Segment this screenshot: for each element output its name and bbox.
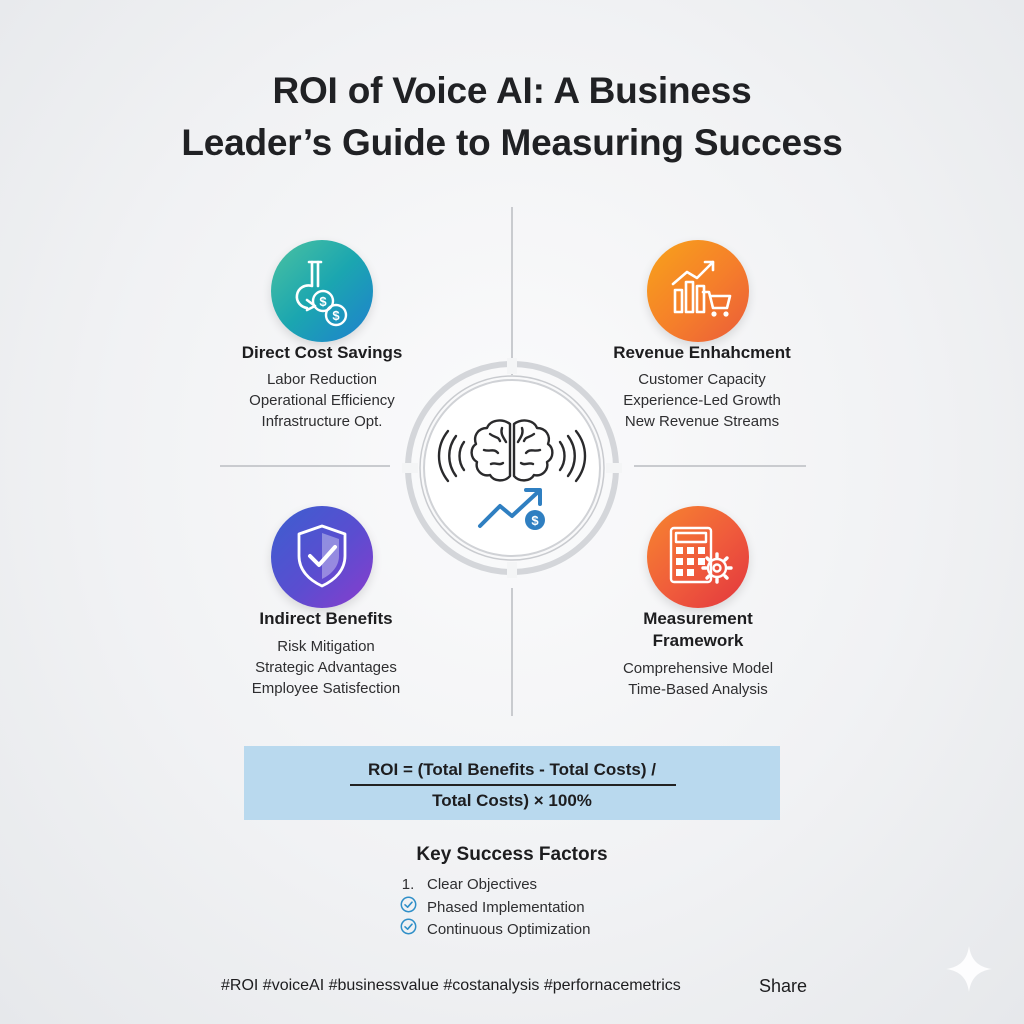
list-item: Time-Based Analysis [628, 681, 768, 698]
quadrant-items-direct-cost-savings: Labor Reduction Operational Efficiency I… [192, 369, 452, 432]
calculator-gear-icon [647, 506, 749, 608]
divider-left [220, 465, 390, 467]
list-item: Experience-Led Growth [623, 392, 781, 409]
list-item: Strategic Advantages [255, 659, 397, 676]
list-number: 1. [401, 876, 415, 894]
key-success-factor-item: 1. Clear Objectives [398, 874, 537, 896]
list-item: Labor Reduction [266, 371, 378, 388]
voice-brain-growth-icon: $ [402, 358, 622, 578]
quadrant-title-measurement-framework: Measurement Framework [568, 608, 828, 652]
svg-text:$: $ [531, 513, 539, 528]
quadrant-title-indirect-benefits: Indirect Benefits [259, 609, 393, 628]
check-circle-icon [398, 918, 418, 942]
list-item: Comprehensive Model [622, 660, 774, 677]
quadrant-title-line: Measurement [643, 609, 753, 628]
sparkle-icon [944, 944, 994, 994]
revenue-chart-cart-icon [647, 240, 749, 342]
key-success-factor-item: Continuous Optimization [398, 918, 590, 940]
divider-right [634, 465, 806, 467]
svg-text:$: $ [332, 308, 340, 323]
key-success-factor-item: Phased Implementation [398, 896, 585, 918]
quadrant-title-line: Framework [652, 631, 744, 650]
fraction-bar [350, 784, 676, 786]
shield-check-icon [271, 506, 373, 608]
key-success-factor-text: Phased Implementation [427, 898, 585, 916]
cost-savings-icon: $ $ [271, 240, 373, 342]
divider-top [511, 207, 513, 375]
quadrant-title-revenue-enhancement: Revenue Enhahcment [613, 343, 791, 362]
list-item: Risk Mitigation [277, 638, 375, 655]
quadrant-items-indirect-benefits: Risk Mitigation Strategic Advantages Emp… [196, 636, 456, 699]
list-item: Operational Efficiency [249, 392, 395, 409]
svg-text:$: $ [319, 294, 327, 309]
roi-formula-denominator: Total Costs) × 100% [432, 791, 592, 810]
key-success-factor-text: Clear Objectives [427, 876, 538, 893]
share-link[interactable]: Share [759, 976, 808, 996]
page-title-line-1: ROI of Voice AI: A Business [272, 70, 752, 111]
quadrant-title-direct-cost-savings: Direct Cost Savings [241, 343, 403, 362]
center-hub: $ [402, 358, 622, 578]
quadrant-items-measurement-framework: Comprehensive Model Time-Based Analysis [568, 658, 828, 700]
list-item: Customer Capacity [638, 371, 766, 388]
divider-bottom [511, 588, 513, 716]
hashtags: #ROI #voiceAI #businessvalue #costanalys… [221, 977, 681, 994]
list-item: Infrastructure Opt. [261, 413, 383, 430]
quadrant-items-revenue-enhancement: Customer Capacity Experience-Led Growth … [572, 369, 832, 432]
roi-formula-box: ROI = (Total Benefits - Total Costs) / T… [244, 746, 780, 820]
roi-formula-numerator: ROI = (Total Benefits - Total Costs) / [368, 760, 656, 779]
check-circle-icon [398, 896, 418, 920]
list-item: New Revenue Streams [624, 413, 780, 430]
key-success-factors-heading: Key Success Factors [416, 844, 608, 865]
page-title-line-2: Leader’s Guide to Measuring Success [181, 122, 843, 163]
key-success-factor-text: Continuous Optimization [427, 920, 591, 938]
list-item: Employee Satisfection [251, 680, 401, 697]
